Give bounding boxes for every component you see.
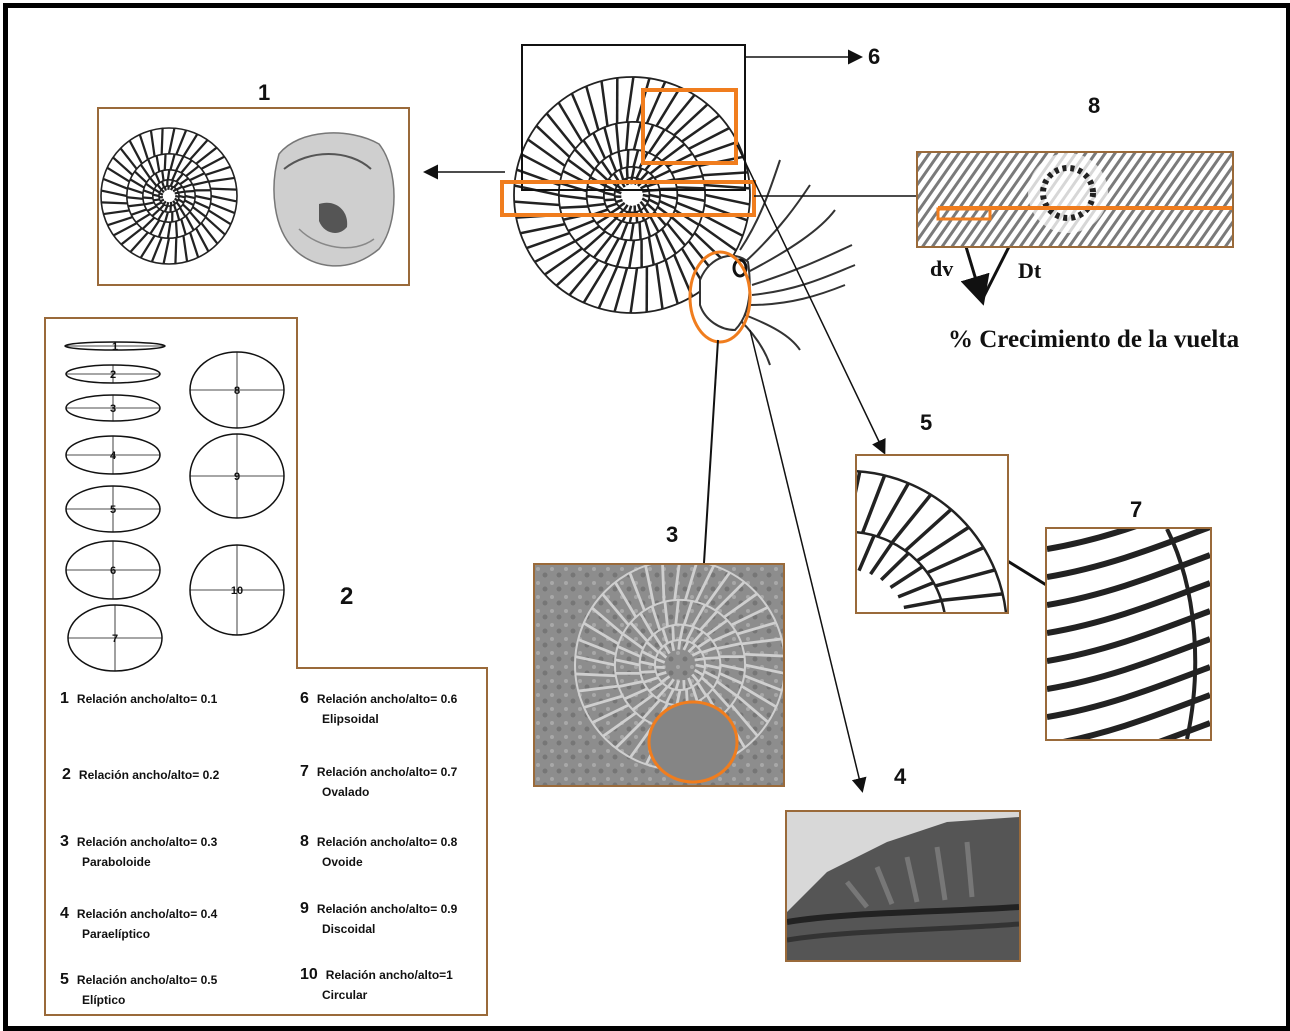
panel-3-fossil-photo [533,563,785,787]
ratio-shape: Paraboloide [82,855,217,869]
tentacles [740,160,855,365]
panel-8-art [918,153,1232,246]
ratio-text: Relación ancho/alto= 0.2 [79,768,219,782]
panel-4-fossil-photo [785,810,1021,962]
ratio-number: 5 [60,971,69,988]
ratio-text: Relación ancho/alto=1 [326,968,453,982]
ratio-shape: Ovoide [322,855,457,869]
panel-4-art [787,812,1019,960]
ratio-number: 6 [300,690,309,707]
cross-section-number: 8 [234,385,240,397]
cross-section-4: 4 [66,436,160,474]
ratio-number: 4 [60,905,69,922]
arrow-to-5 [737,145,884,452]
panel-5-art [857,456,1007,612]
ratio-number: 7 [300,763,309,780]
dt-label: Dt [1018,258,1041,284]
label-8: 8 [1088,93,1100,119]
cross-section-2: 2 [66,365,160,383]
growth-label: % Crecimiento de la vuelta [948,326,1239,354]
main-ammonite-drawing [514,77,855,365]
cross-section-number: 4 [110,450,117,462]
cross-section-number: 2 [110,369,116,381]
cross-section-number: 5 [110,504,116,516]
ratio-number: 8 [300,833,309,850]
ratio-text: Relación ancho/alto= 0.4 [77,907,217,921]
ratio-text: Relación ancho/alto= 0.8 [317,835,457,849]
ratio-text: Relación ancho/alto= 0.1 [77,692,217,706]
panel-8-cross-section [916,151,1234,248]
ratio-shape: Paraelíptico [82,927,217,941]
ratio-number: 1 [60,690,69,707]
ratio-text: Relación ancho/alto= 0.6 [317,692,457,706]
ratio-text: Relación ancho/alto= 0.7 [317,765,457,779]
ratio-text: Relación ancho/alto= 0.5 [77,973,217,987]
label-7: 7 [1130,497,1142,523]
ratio-shape: Elipsoidal [322,712,457,726]
label-2: 2 [340,583,353,611]
aperture-highlight [649,702,737,782]
cross-section-number: 10 [231,585,243,597]
cross-section-3: 3 [66,395,160,421]
label-6: 6 [868,44,880,70]
cross-section-ellipses: 1 2 3 4 5 6 7 8 9 10 [65,341,284,671]
cross-section-1: 1 [65,341,165,353]
ratio-number: 3 [60,833,69,850]
ratio-shape: Elíptico [82,993,217,1007]
label-5: 5 [920,410,932,436]
ratio-text: Relación ancho/alto= 0.9 [317,902,457,916]
cross-section-9: 9 [190,434,284,518]
panel-5-rib-detail [855,454,1009,614]
panel-1-ammonite-views [97,107,410,286]
cross-section-5: 5 [66,486,160,532]
cross-section-10: 10 [190,545,284,635]
panel-1-art [99,109,408,284]
cross-section-number: 3 [110,403,116,415]
ratio-shape: Circular [322,988,453,1002]
cross-section-6: 6 [66,541,160,599]
ratio-item-1: 1 Relación ancho/alto= 0.1 [60,692,217,706]
cross-section-8: 8 [190,352,284,428]
cross-section-number: 7 [112,633,118,645]
ratio-number: 10 [300,966,318,983]
ratio-text: Relación ancho/alto= 0.3 [77,835,217,849]
label-1: 1 [258,80,270,106]
ratio-shape: Ovalado [322,785,457,799]
cross-section-number: 6 [110,565,116,577]
ratio-shape: Discoidal [322,922,457,936]
panel-7-art [1047,529,1210,739]
ratio-item-2: 2 Relación ancho/alto= 0.2 [62,768,219,782]
panel-3-art [535,565,783,785]
ratio-number: 2 [62,766,71,783]
cross-section-7: 7 [68,605,162,671]
label-3: 3 [666,522,678,548]
panel-7-rib-closeup [1045,527,1212,741]
dv-label: dv [930,256,953,282]
ratio-number: 9 [300,900,309,917]
label-4: 4 [894,764,906,790]
cross-section-number: 1 [112,341,118,353]
cross-section-number: 9 [234,471,240,483]
